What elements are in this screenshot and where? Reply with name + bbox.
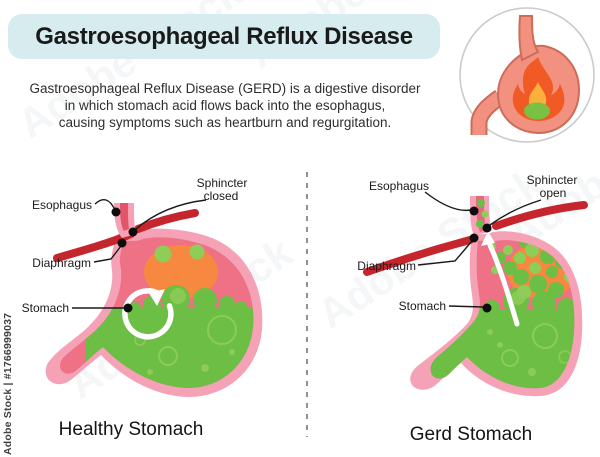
- reflux-bubble: [476, 220, 484, 228]
- reflux-bubble: [514, 252, 526, 264]
- bubble: [528, 368, 536, 376]
- anchor-dot: [123, 303, 133, 313]
- healthy-esophagus-label: Esophagus: [32, 198, 92, 212]
- bubble: [147, 369, 153, 375]
- healthy-stomach-label: Stomach: [22, 301, 69, 315]
- reflux-bubble: [503, 245, 513, 255]
- flame-acid-blob: [524, 102, 550, 120]
- bubble: [201, 364, 209, 372]
- bubble: [557, 298, 575, 318]
- title-banner: Gastroesophageal Reflux Disease: [8, 14, 440, 59]
- bubble: [235, 301, 247, 313]
- gerd-diaphragm-right-band: [492, 201, 588, 230]
- description-line: causing symptoms such as heartburn and r…: [58, 115, 392, 131]
- digestion-arrow-icon: [122, 288, 174, 340]
- reflux-bubble: [546, 266, 558, 278]
- bubble: [193, 288, 217, 312]
- connector-line: [424, 191, 472, 212]
- connector-line: [417, 240, 473, 266]
- bubble-outline: [501, 349, 519, 367]
- anchor-dot: [482, 303, 492, 313]
- page-title: Gastroesophageal Reflux Disease: [35, 22, 413, 50]
- gerd-stomach-illustration: [363, 196, 588, 397]
- bubble-outline: [158, 346, 178, 366]
- reflux-bubble: [477, 199, 485, 207]
- gerd-diaphragm-left-band: [363, 236, 474, 276]
- badge-stomach-tail: [472, 91, 504, 135]
- reflux-bubble: [517, 285, 531, 299]
- reflux-arrow-icon: [481, 231, 520, 327]
- connector-line: [94, 198, 116, 211]
- connector-line: [489, 199, 542, 226]
- bubble-outline: [207, 315, 237, 345]
- gerd-stomach-caption: Gerd Stomach: [409, 424, 533, 445]
- reflux-arrow-head: [481, 231, 495, 246]
- reflux-bubble: [529, 262, 541, 274]
- description-text: Gastroesophageal Reflux Disease (GERD) i…: [10, 80, 440, 132]
- reflux-bubble: [513, 269, 529, 285]
- connector-line: [93, 245, 122, 263]
- gerd-labels: Esophagus Sphincter open Diaphragm Stoma…: [357, 173, 577, 313]
- digestion-arrow-arc: [122, 288, 174, 340]
- reflux-bubble: [548, 282, 564, 298]
- anchor-dot: [128, 227, 138, 237]
- bubble: [154, 245, 172, 263]
- connector-line: [448, 305, 484, 308]
- description-line: Gastroesophageal Reflux Disease (GERD) i…: [29, 81, 421, 96]
- gerd-sphincter-label2: open: [540, 186, 567, 200]
- bubble: [487, 329, 493, 335]
- gerd-sphincter-label: Sphincter: [527, 173, 578, 187]
- digestion-arrow-head: [149, 289, 165, 306]
- bubble: [229, 349, 235, 355]
- healthy-sphincter-label2: closed: [204, 189, 239, 203]
- anchor-dot: [469, 233, 479, 243]
- healthy-diaphragm-label: Diaphragm: [32, 256, 91, 270]
- anchor-dot: [469, 206, 479, 216]
- connector-line: [135, 199, 207, 230]
- reflux-bubble: [529, 275, 547, 293]
- stock-watermark-text: Adobe Stock | #1766999037: [2, 312, 14, 455]
- reflux-bubble: [525, 243, 539, 257]
- bubble-highlight: [170, 288, 186, 304]
- badge-esophagus: [518, 15, 540, 62]
- bubble: [497, 342, 503, 348]
- flame-icon: [512, 57, 565, 121]
- bubble: [532, 291, 556, 315]
- anchor-dot: [117, 238, 127, 248]
- anchor-dot: [111, 207, 121, 217]
- anchor-dot: [482, 223, 492, 233]
- healthy-labels: Esophagus Sphincter closed Diaphragm Sto…: [22, 176, 248, 315]
- healthy-sphincter-label: Sphincter: [197, 176, 248, 190]
- reflux-arrow-line: [487, 242, 520, 327]
- gerd-stomach-label: Stomach: [399, 299, 446, 313]
- healthy-stomach-illustration: [45, 203, 263, 397]
- gerd-esophagus-label: Esophagus: [369, 179, 429, 193]
- description-line: in which stomach acid flows back into th…: [64, 98, 386, 114]
- bubble: [189, 244, 205, 260]
- heartburn-badge: [459, 7, 595, 143]
- bubble-outline: [532, 323, 558, 349]
- healthy-esophagus-stripe: [120, 203, 129, 231]
- bubble: [219, 296, 235, 312]
- bubble: [129, 302, 141, 314]
- healthy-stomach-caption: Healthy Stomach: [58, 419, 204, 440]
- reflux-bubble: [503, 261, 517, 275]
- gerd-diaphragm-label: Diaphragm: [357, 259, 416, 273]
- reflux-bubble: [481, 210, 489, 218]
- healthy-diaphragm-right-band: [134, 209, 199, 233]
